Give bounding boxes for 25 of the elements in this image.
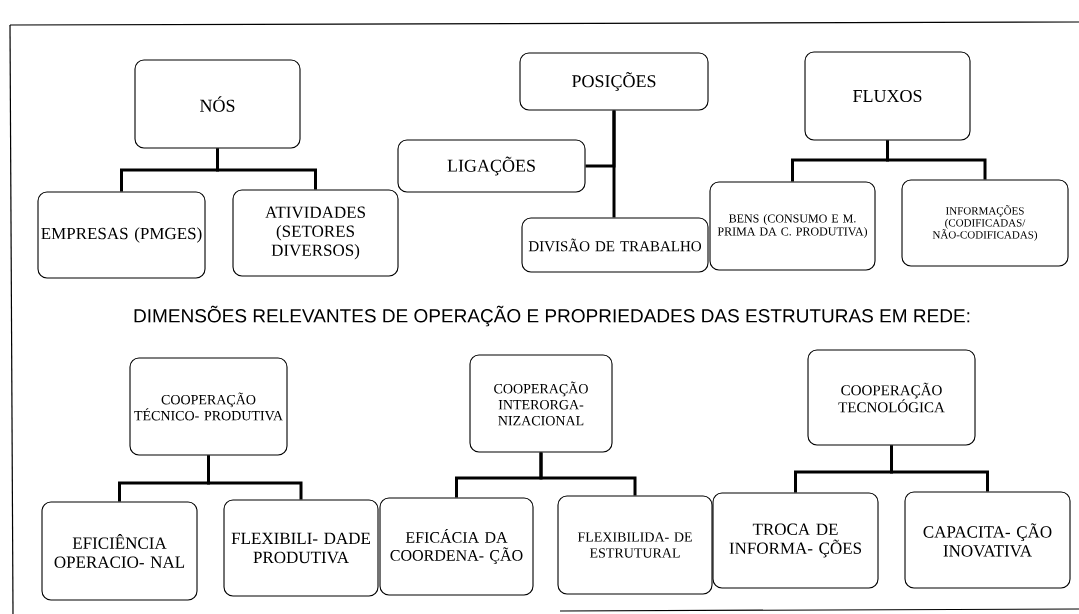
text-box: TROCA DE INFORMA- ÇÕES <box>712 492 879 589</box>
text-box: POSIÇÕES <box>519 52 709 111</box>
text-box: EFICIÊNCIA OPERACIO- NAL <box>41 501 198 601</box>
connector-line <box>216 148 317 190</box>
text-box: BENS (CONSUMO E M. PRIMA DA C. PRODUTIVA) <box>709 181 876 271</box>
connector-line <box>886 140 987 180</box>
text-box: FLUXOS <box>804 51 971 141</box>
text-box: LIGAÇÕES <box>397 139 586 193</box>
text-box: EMPRESAS (PMGES) <box>37 191 206 279</box>
text-box: FLEXIBILI- DADE PRODUTIVA <box>223 499 379 597</box>
text-box: NÓS <box>134 59 301 149</box>
heading: DIMENSÕES RELEVANTES DE OPERAÇÃO E PROPRIEDADES DAS ESTRUTURAS EM REDE: <box>134 305 970 327</box>
text-box: CAPACITA- ÇÃO INOVATIVA <box>904 491 1071 589</box>
connector-line <box>539 452 637 496</box>
text-box: COOPERAÇÃO INTERORGA- NIZACIONAL <box>469 354 613 453</box>
text-box: FLEXIBILIDA- DE ESTRUTURAL <box>557 495 713 595</box>
text-box: COOPERAÇÃO TECNOLÓGICA <box>807 349 976 446</box>
text-box: COOPERAÇÃO TÉCNICO- PRODUTIVA <box>129 357 288 456</box>
text-box: DIVISÃO DE TRABALHO <box>521 217 709 273</box>
text-box: INFORMAÇÕES (CODIFICADAS/ NÃO-CODIFICADAS) <box>901 179 1069 267</box>
connector-line <box>890 445 989 492</box>
connector-line <box>207 455 303 500</box>
text-box: ATIVIDADES (SETORES DIVERSOS) <box>232 189 399 277</box>
connector-line <box>612 110 616 218</box>
text-box: EFICÁCIA DA COORDENA- ÇÃO <box>379 497 534 596</box>
